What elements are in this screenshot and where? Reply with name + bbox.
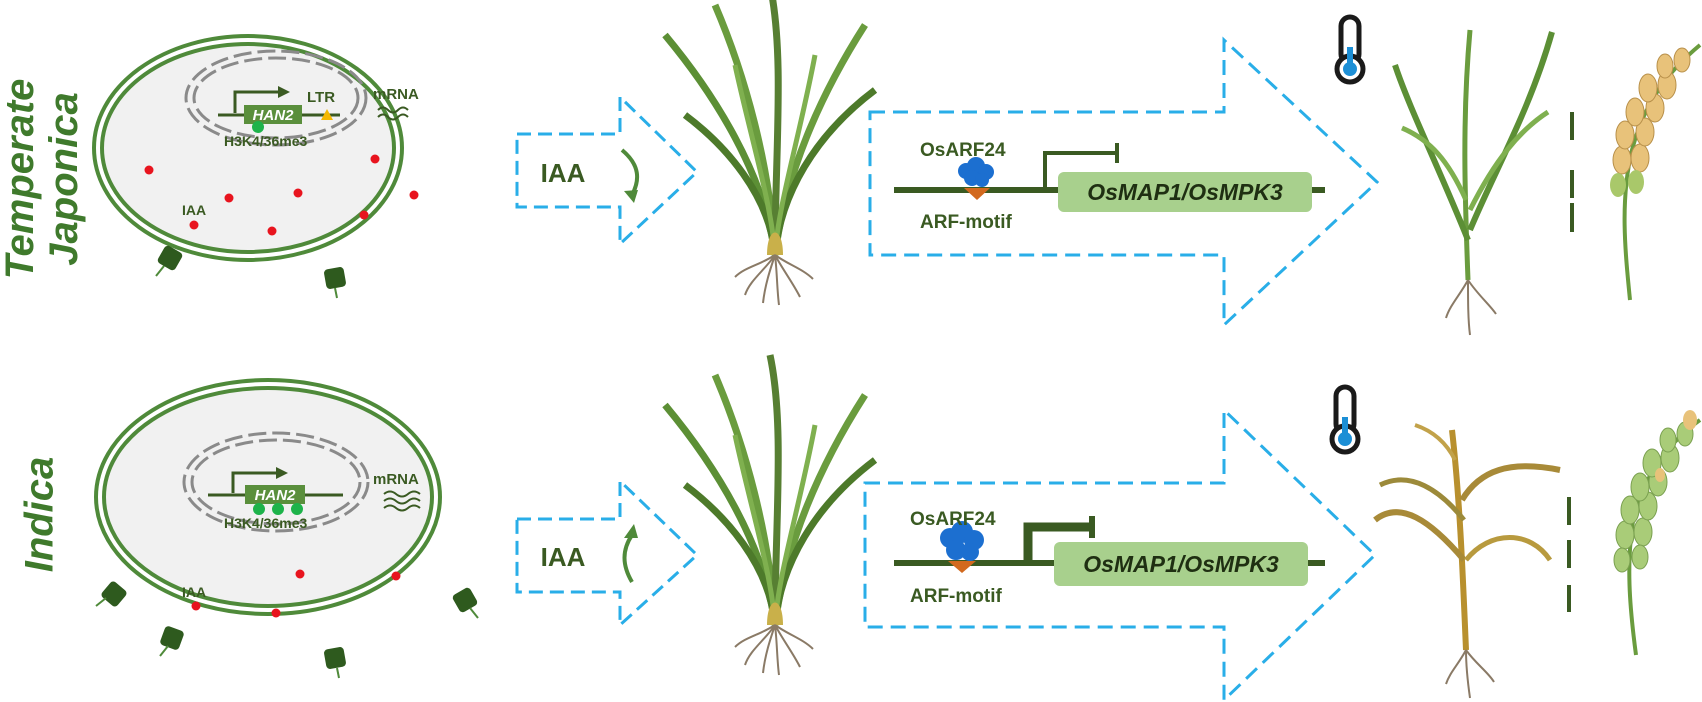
mrna-label-japonica: mRNA (373, 86, 419, 103)
iaa-arrow-label-japonica: IAA (541, 158, 586, 188)
arf-motif-japonica (964, 188, 990, 200)
target-label-indica: OsMAP1/OsMPK3 (1083, 551, 1279, 577)
iaa-dots-indica (191, 569, 401, 618)
target-box-japonica (1058, 172, 1312, 212)
thermometer-icon (1337, 17, 1363, 82)
ltr-label: LTR (307, 89, 335, 106)
gene-box-indica (245, 485, 305, 504)
arf-protein-indica (940, 521, 984, 561)
iaa-cell-label-japonica: IAA (182, 202, 206, 218)
mrna-wave-japonica (377, 106, 409, 121)
tf-label-japonica: OsARF24 (920, 140, 1006, 161)
rice-plant-indica (665, 355, 875, 675)
arf-protein-japonica (958, 157, 994, 187)
iaa-arrow-label-indica: IAA (541, 542, 586, 572)
iaa-cell-label-indica: IAA (182, 584, 206, 600)
cell-indica: HAN2 H3K4/36me3 mRNA IAA (94, 378, 479, 679)
motif-label-indica: ARF-motif (910, 586, 1002, 607)
mrna-wave-indica (383, 490, 421, 512)
gene-box-japonica (244, 105, 302, 124)
gene-label-japonica: HAN2 (253, 107, 294, 124)
histone-label-indica: H3K4/36me3 (224, 515, 307, 531)
rice-panicle-japonica (1610, 43, 1702, 301)
blue-arrow-small-japonica: IAA (515, 93, 700, 248)
transporters-indica (95, 581, 479, 679)
target-label-japonica: OsMAP1/OsMPK3 (1087, 179, 1283, 205)
tf-label-indica: OsARF24 (910, 509, 996, 530)
thermometer-icon (1332, 387, 1358, 452)
gene-label-indica: HAN2 (255, 487, 296, 504)
rice-panicle-indica (1613, 410, 1702, 656)
blue-arrow-small-indica: IAA (515, 477, 700, 629)
row-indica: HAN2 H3K4/36me3 mRNA IAA (94, 355, 1702, 702)
arf-motif-indica (948, 561, 976, 573)
blue-arrow-large-indica: OsMAP1/OsMPK3 OsARF24 ARF-motif (863, 406, 1378, 702)
transporters-japonica (155, 245, 346, 299)
cell-japonica: HAN2 LTR H3K4/36me3 mRNA IAA (92, 34, 419, 299)
ltr-triangle (321, 109, 333, 120)
methyl-dot (252, 121, 264, 133)
row-temperate-japonica: HAN2 LTR H3K4/36me3 mRNA IAA (92, 0, 1702, 336)
motif-label-japonica: ARF-motif (920, 212, 1012, 233)
iaa-dots-japonica (144, 154, 419, 236)
rice-seedling-indica-withered (1373, 423, 1561, 699)
mrna-label-indica: mRNA (373, 471, 419, 488)
rice-plant-japonica (665, 0, 875, 305)
target-box-indica (1054, 542, 1308, 586)
rice-seedling-japonica (1392, 29, 1555, 336)
methyl-dots-indica (253, 503, 303, 515)
histone-label-japonica: H3K4/36me3 (224, 133, 307, 149)
blue-arrow-large-japonica: OsMAP1/OsMPK3 OsARF24 ARF-motif (868, 36, 1380, 329)
